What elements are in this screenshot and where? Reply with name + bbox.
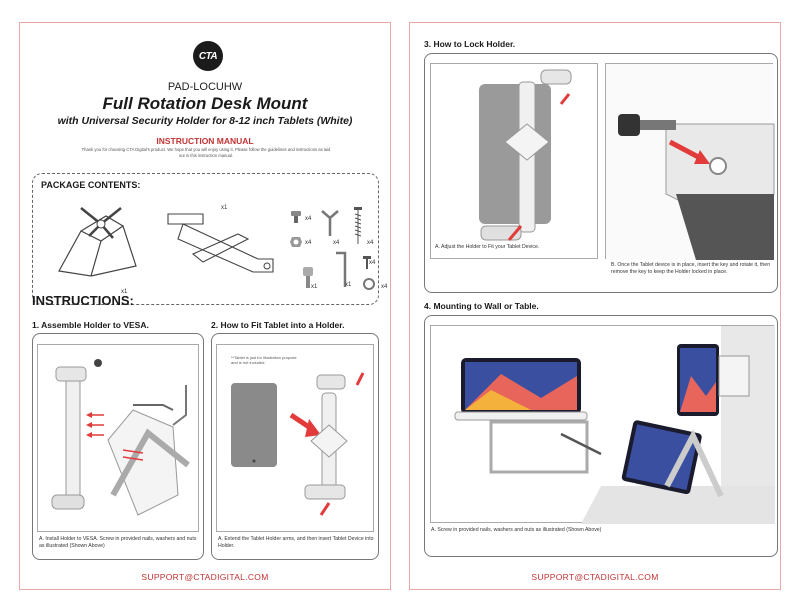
holder-illustration: [167, 213, 274, 273]
wood-screw-icon: [354, 207, 362, 244]
step3-panel: A. Adjust the Holder to Fit your Tablet …: [424, 53, 778, 293]
step3b-illustration-box: [605, 63, 775, 260]
step3b-illustration: [606, 64, 775, 260]
step2-illustration-box: **Tablet is just for illustration purpos…: [216, 344, 374, 532]
qty-vesa-stand: x1: [121, 289, 128, 295]
step1-caption: A. Install Holder to VESA. Screw in prov…: [39, 536, 197, 549]
qty-small-screw: x4: [369, 260, 376, 266]
manual-heading: INSTRUCTION MANUAL: [156, 136, 254, 146]
package-contents-box: PACKAGE CONTENTS: x1 x1 x4 x4: [32, 173, 387, 305]
step4-illustration: [454, 326, 775, 524]
step3b-caption: B. Once the Tablet device is in place, i…: [611, 262, 771, 275]
package-title: PACKAGE CONTENTS:: [41, 180, 141, 190]
step3a-illustration-box: A. Adjust the Holder to Fit your Tablet …: [430, 63, 598, 259]
vesa-stand-illustration: [58, 207, 137, 277]
step1-illustration-box: [37, 344, 199, 532]
step2-caption: A. Extend the Tablet Holder arms, and th…: [218, 536, 374, 549]
step2-title: 2. How to Fit Tablet into a Holder.: [211, 320, 345, 330]
step1-title: 1. Assemble Holder to VESA.: [32, 320, 149, 330]
small-screw-icon: [363, 256, 371, 269]
cta-logo: CTA: [193, 41, 223, 71]
qty-nut: x4: [305, 240, 312, 246]
step4-illustration-box: [430, 325, 775, 524]
left-page: CTA PAD-LOCUHW Full Rotation Desk Mount …: [19, 22, 391, 590]
logo-text: CTA: [198, 50, 218, 62]
washer-icon: [363, 278, 375, 290]
step4-caption: A. Screw in provided nails, washers and …: [431, 527, 602, 533]
qty-anchor: x4: [333, 240, 340, 246]
nut-icon: [290, 237, 302, 247]
model-number: PAD-LOCUHW: [167, 81, 243, 93]
qty-screw-a: x4: [305, 216, 312, 222]
step4-panel: A. Screw in provided nails, washers and …: [424, 315, 778, 557]
thanks-text: Thank you for choosing CTA Digital's pro…: [81, 147, 331, 158]
qty-lock-key: x1: [311, 284, 318, 290]
step3a-caption: A. Adjust the Holder to Fit your Tablet …: [435, 244, 540, 250]
qty-washer: x4: [381, 284, 388, 290]
step2-note: **Tablet is just for illustration purpos…: [231, 355, 297, 365]
qty-holder: x1: [221, 205, 228, 211]
instructions-title: INSTRUCTIONS:: [32, 293, 134, 308]
support-email-right[interactable]: SUPPORT@CTADIGITAL.COM: [531, 572, 659, 582]
anchor-icon: [321, 210, 339, 236]
product-title: Full Rotation Desk Mount: [102, 94, 308, 113]
step4-title: 4. Mounting to Wall or Table.: [424, 301, 539, 311]
product-subtitle: with Universal Security Holder for 8-12 …: [57, 115, 353, 127]
step3a-illustration: [479, 69, 572, 241]
qty-allen-key: x1: [345, 282, 352, 288]
step2-panel: **Tablet is just for illustration purpos…: [211, 333, 379, 560]
lock-key-icon: [303, 267, 313, 288]
qty-wood-screw: x4: [367, 240, 374, 246]
support-email-left[interactable]: SUPPORT@CTADIGITAL.COM: [141, 572, 269, 582]
step2-illustration: [231, 372, 365, 516]
screw-a-icon: [291, 211, 301, 223]
right-page: 3. How to Lock Holder. A. Adjust the Hol…: [409, 22, 781, 590]
allen-key-icon: [336, 251, 347, 287]
step3-title: 3. How to Lock Holder.: [424, 39, 516, 49]
step1-panel: A. Install Holder to VESA. Screw in prov…: [32, 333, 204, 560]
step1-illustration: [51, 359, 190, 516]
